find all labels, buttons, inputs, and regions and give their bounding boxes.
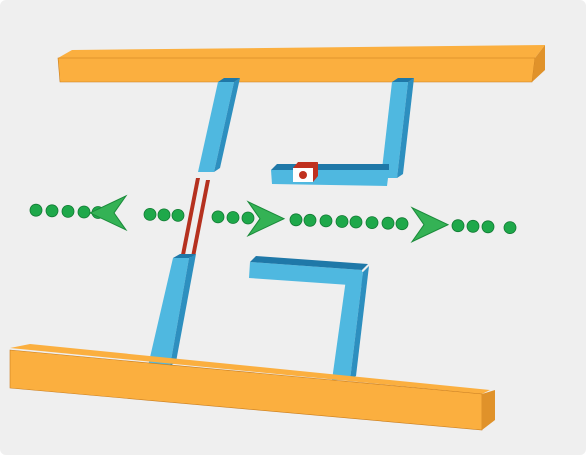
red-link-pair [180,178,210,262]
center-arrowhead [246,200,286,237]
line-dot [395,217,409,231]
line-dot [77,205,91,219]
left-arrowhead [88,194,128,232]
bottom-beam [9,344,495,431]
line-dot [45,204,59,218]
line-dot [466,219,480,233]
left-upper-rod [198,78,240,172]
line-dot [171,208,185,222]
line-dot [29,203,43,217]
line-dot [481,220,495,234]
line-dot [289,213,303,227]
arrow-group [88,194,450,243]
line-dot [157,208,171,222]
line-dot [451,219,465,233]
line-dot [503,221,517,235]
line-dot [365,216,379,230]
line-dot [211,210,225,224]
line-dot [61,204,75,218]
right-arrowhead [410,206,450,243]
line-dot [143,207,157,221]
line-dot [349,215,363,229]
line-dot [226,211,240,224]
line-dot [241,211,255,225]
left-lower-rod [148,254,196,366]
top-beam [57,45,545,83]
line-dot [335,215,349,228]
line-dot [381,216,395,230]
red-white-marker [293,162,318,182]
line-dot [319,214,333,228]
line-dot [303,213,317,227]
right-lower-l-rod [249,256,369,380]
